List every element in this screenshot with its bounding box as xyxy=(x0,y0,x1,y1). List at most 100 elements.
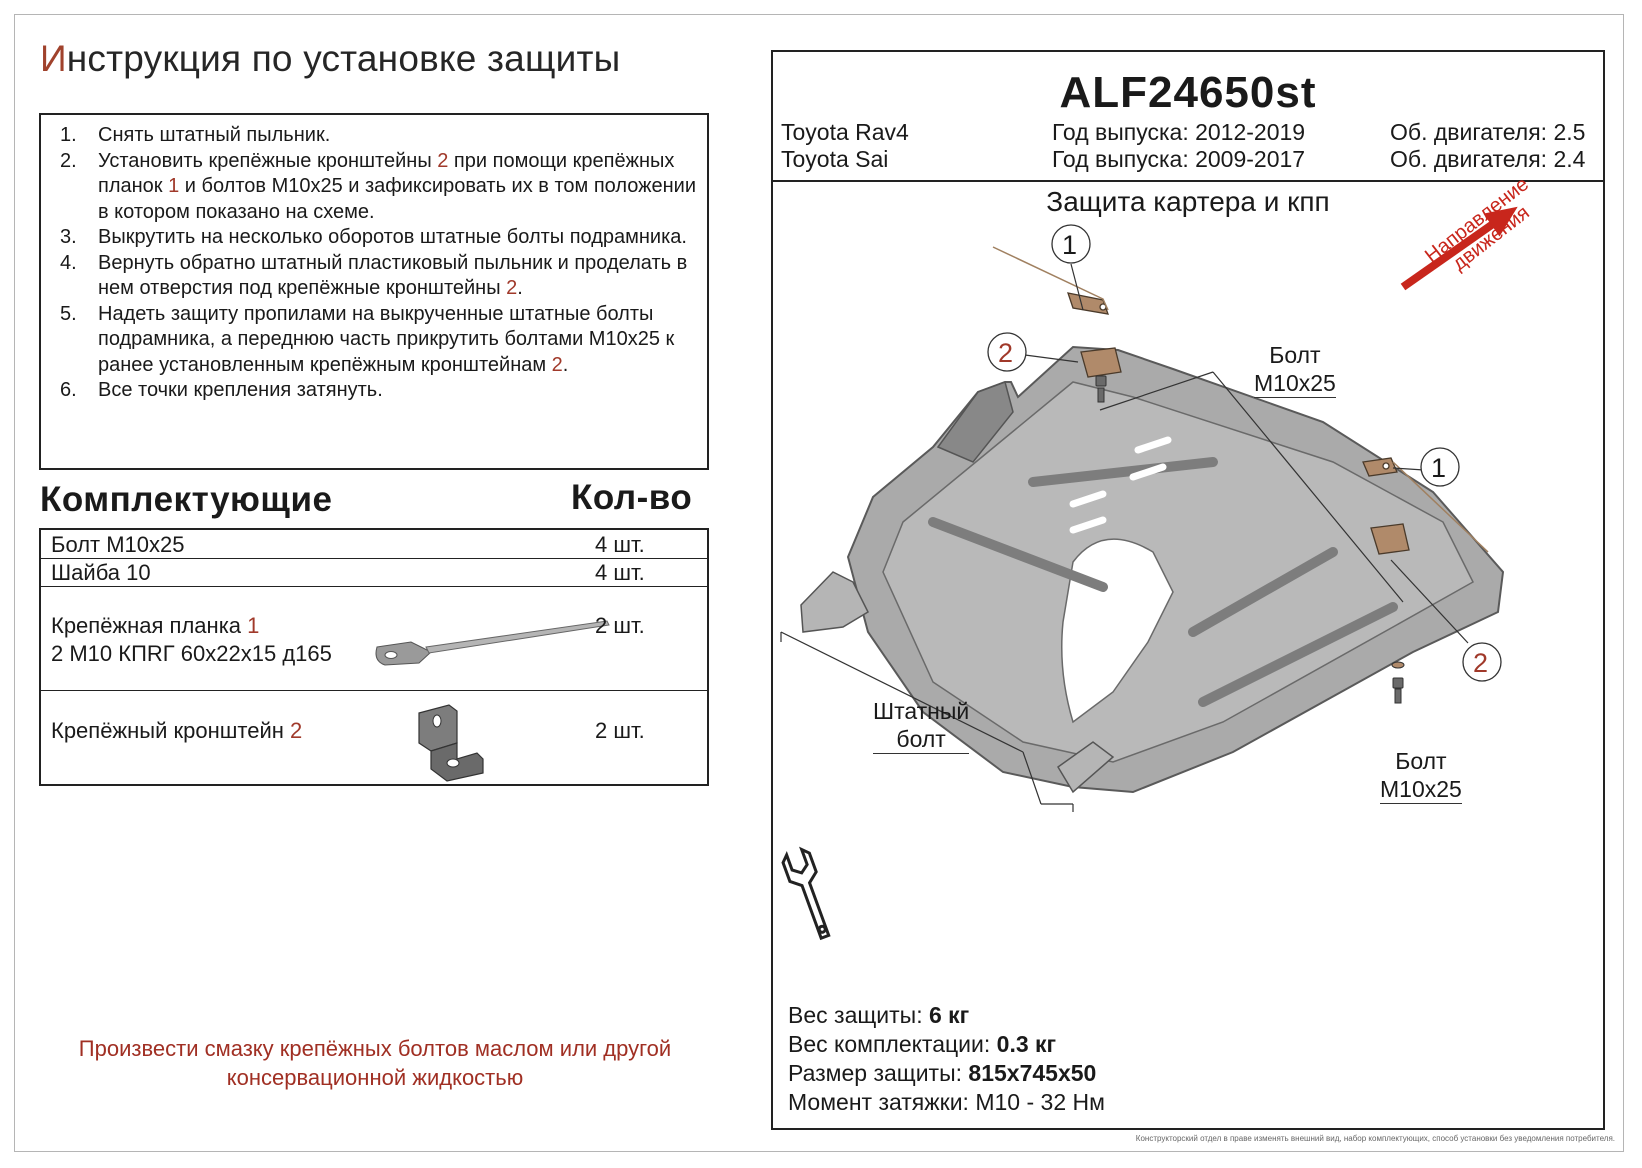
stock-bolt-label-line: болт xyxy=(873,725,970,754)
instruction-text: . xyxy=(562,353,569,376)
right-tab xyxy=(1057,741,1115,794)
product-box: ALF24650st Toyota Rav4 Год выпуска: 2012… xyxy=(771,50,1605,1130)
spec-value: 0.3 кг xyxy=(996,1031,1057,1057)
skid-plate-slot xyxy=(1069,516,1107,534)
note-line: консервационной жидкостью xyxy=(226,1065,524,1090)
callout-1-right xyxy=(1420,447,1460,487)
instruction-text: и болтов М10х25 и зафиксировать их в том… xyxy=(98,175,697,223)
skid-plate-slot xyxy=(1134,436,1172,454)
part-ref: 2 xyxy=(437,149,449,172)
bolt-top xyxy=(1095,375,1107,403)
part-spec: 2 М10 КПRГ 60х22х15 д165 xyxy=(51,641,332,666)
quantity-heading: Кол-во xyxy=(571,478,693,517)
instruction-text: Все точки крепления затянуть. xyxy=(98,379,383,401)
leader-lines xyxy=(780,263,1469,812)
instruction-number: 6. xyxy=(60,379,77,401)
instruction-number: 3. xyxy=(60,226,77,248)
part-name: Болт М10х25 xyxy=(51,532,185,557)
instruction-number: 1. xyxy=(60,124,77,146)
disclaimer-footer: Конструкторский отдел в праве изменять в… xyxy=(1135,1134,1615,1143)
mounting-plate-image xyxy=(375,620,610,666)
car-name: Toyota Sai xyxy=(781,146,889,172)
spec-value: 815х745х50 xyxy=(968,1060,1097,1086)
car-name: Toyota Rav4 xyxy=(781,119,909,145)
part-ref: 2 xyxy=(551,353,563,376)
instructions-list: 1. Снять штатный пыльник. 2. Установить кр… xyxy=(41,115,707,404)
left-tab xyxy=(800,571,869,633)
spec-label: Момент затяжки: xyxy=(788,1089,976,1115)
part-qty: 4 шт. xyxy=(595,560,645,585)
instruction-item: 4.Вернуть обратно штатный пластиковый пы… xyxy=(41,251,707,302)
instruction-text: Выкрутить на несколько оборотов штатные … xyxy=(98,226,687,248)
part-name: Крепёжный кронштейн 2 xyxy=(51,718,302,744)
spec-label: Вес защиты: xyxy=(788,1002,929,1028)
part-qty: 2 шт. xyxy=(595,718,645,743)
direction-arrow-icon xyxy=(1400,206,1518,291)
wrench-icon xyxy=(781,846,831,941)
instruction-number: 4. xyxy=(60,251,77,274)
instruction-item: 5. Надеть защиту пропилами на выкрученные… xyxy=(41,302,707,379)
part-ref: 1 xyxy=(247,613,260,638)
callout-label: 1 xyxy=(1431,453,1447,483)
instruction-text: Снять штатный пыльник. xyxy=(98,124,331,146)
bolt-label-line: Болт xyxy=(1269,342,1321,368)
spec-weight: Вес защиты: 6 кг xyxy=(788,1002,969,1029)
skid-plate-rib xyxy=(1198,602,1398,707)
stock-bolt-label: Штатный болт xyxy=(873,697,970,754)
plate-1-top xyxy=(992,246,1109,311)
mounting-bracket-image xyxy=(418,704,484,782)
skid-plate-rib xyxy=(1028,457,1218,487)
lubrication-note: Произвести смазку крепёжных болтов масло… xyxy=(30,1034,720,1092)
part-qty: 4 шт. xyxy=(595,532,645,557)
car-years: Год выпуска: 2012-2019 xyxy=(1052,119,1306,145)
car-engine: Об. двигателя: 2.5 xyxy=(1390,119,1586,145)
instruction-text: Надеть защиту пропилами на выкрученные ш… xyxy=(98,302,675,376)
spec-label: Размер защиты: xyxy=(788,1060,969,1086)
side-flange xyxy=(936,381,1014,463)
spec-kit-weight: Вес комплектации: 0.3 кг xyxy=(788,1031,1056,1058)
callout-1-top xyxy=(1051,224,1091,264)
part-name-text: Крепёжный кронштейн xyxy=(51,718,291,743)
spec-value: М10 - 32 Нм xyxy=(975,1089,1105,1115)
page-frame xyxy=(14,14,1624,1152)
page-title: Инструкция по установке защиты xyxy=(40,38,620,80)
bolt-label-top: Болт М10х25 xyxy=(1254,341,1336,398)
bolt-bottom xyxy=(1391,661,1405,704)
plate-1-right xyxy=(1392,461,1489,553)
part-name: Шайба 10 xyxy=(51,560,151,585)
bolt-label-line: Болт xyxy=(1395,748,1447,774)
components-table: Болт М10х25 4 шт. Шайба 10 4 шт. Крепёжн… xyxy=(39,528,709,786)
bolt-label-line: М10х25 xyxy=(1254,370,1336,398)
part-qty: 2 шт. xyxy=(595,613,645,638)
instruction-item: 3. Выкрутить на несколько оборотов штатны… xyxy=(41,225,707,251)
bolt-label-line: М10х25 xyxy=(1380,776,1462,804)
instruction-item: 1. Снять штатный пыльник. xyxy=(41,123,707,149)
instruction-item: 6. Все точки крепления затянуть. xyxy=(41,378,707,404)
spec-value: 6 кг xyxy=(928,1002,970,1028)
instruction-item: 2.Установить крепёжные кронштейны 2 при … xyxy=(41,149,707,226)
callout-2-right xyxy=(1462,642,1502,682)
bracket-top xyxy=(1067,292,1122,378)
bracket-right xyxy=(1362,457,1410,555)
instruction-text: . xyxy=(517,277,523,299)
instruction-number: 5. xyxy=(60,302,77,325)
model-number: ALF24650st xyxy=(1059,68,1317,117)
skid-plate-slot xyxy=(1069,490,1107,508)
skid-plate-slot xyxy=(1129,463,1167,481)
stock-bolt-label-line: Штатный xyxy=(873,698,970,724)
diagram-title: Защита картера и кпп xyxy=(1046,186,1330,217)
car-years: Год выпуска: 2009-2017 xyxy=(1052,146,1306,172)
instructions-box: 1. Снять штатный пыльник. 2. Установить кр… xyxy=(39,113,709,470)
part-ref: 2 xyxy=(290,718,303,743)
instruction-text: Установить крепёжные кронштейны xyxy=(98,149,438,172)
part-ref: 2 xyxy=(506,277,518,299)
table-row: Болт М10х25 4 шт. xyxy=(41,530,707,559)
protection-diagram xyxy=(780,206,1518,941)
callout-label: 2 xyxy=(1473,648,1489,678)
part-name: Крепёжная планка 1 xyxy=(51,613,259,639)
header-divider xyxy=(773,180,1603,182)
instruction-number: 2. xyxy=(60,149,77,172)
part-ref: 1 xyxy=(168,175,180,197)
skid-plate-rib xyxy=(1188,547,1338,637)
title-first-letter: И xyxy=(40,38,67,79)
